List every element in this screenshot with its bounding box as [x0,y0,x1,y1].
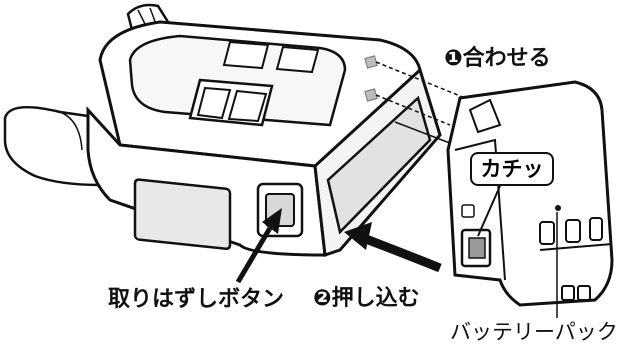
step2-label: ❷押し込む [313,288,420,310]
release-button-label: 取りはずしボタン [108,287,285,312]
click-sound-callout: カチッ [470,152,554,186]
step2-number: ❷ [313,286,332,311]
step2-text: 押し込む [331,286,420,311]
step1-label: ❶合わせる [444,48,551,70]
alignment-guides [375,61,471,146]
step1-number: ❶ [444,46,463,71]
radio-body [86,20,442,258]
release-arrow [235,208,282,284]
step1-text: 合わせる [462,46,551,71]
battery-pack-graphic [446,80,614,318]
hand [3,106,102,187]
push-arrow [344,222,442,273]
battery-pack-label: バッテリーパック [450,320,618,344]
click-sound-text: カチッ [480,157,544,181]
